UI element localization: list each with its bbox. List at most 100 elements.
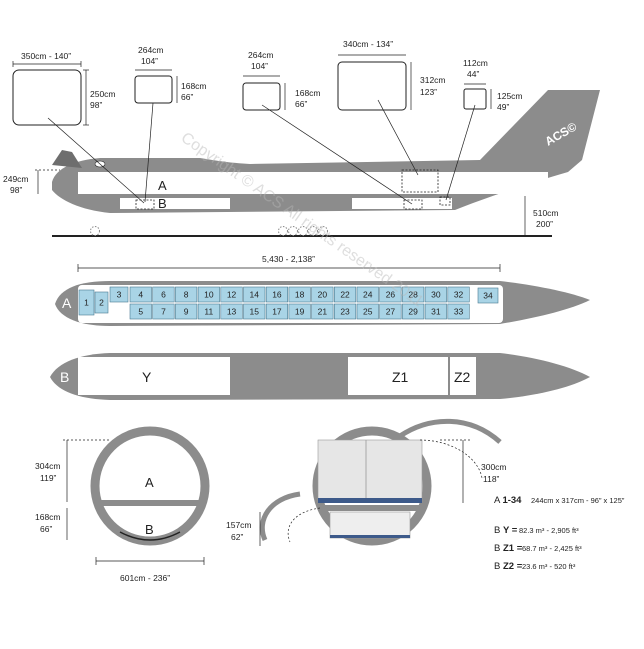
lower-deck-label: B [60,369,69,385]
pallet-position [243,286,266,303]
pallet-position [197,303,220,320]
pallet-position [175,286,198,303]
pallet-label: 13 [227,307,237,317]
pallet-position [356,303,379,320]
pallet-label: 8 [184,290,189,300]
pallet-position [152,303,175,320]
pallet-label: 29 [408,307,418,317]
door-lower-aft-width-in: 104” [251,61,268,71]
pallet-label: 18 [295,290,305,300]
pallet-position [94,291,109,314]
overall-height-in: 200” [536,219,553,229]
pallet-label: 14 [250,290,260,300]
pallet-position [243,303,266,320]
door-side-height-cm: 312cm [420,75,446,85]
pallet-position [402,303,425,320]
pallet-label: 32 [454,290,464,300]
pallet-label: 31 [431,307,441,317]
pallet-position [424,303,447,320]
svg-text:B Z2 =: B Z2 = [494,561,523,572]
compartment-y-label: Y [142,369,152,385]
legend-row: B Z2 = 23.6 m³ - 520 ft³ [494,561,576,572]
main-deck-label: A [62,295,72,311]
door-side-width: 340cm - 134” [343,39,393,49]
pallet-label: 4 [138,290,143,300]
pallet-position [197,286,220,303]
pallet-position [265,286,289,303]
pallet-label: 27 [386,307,396,317]
legend: A 1-34 244cm x 317cm - 96” x 125” B Y = … [494,495,625,572]
door-bulk: 112cm 44” 125cm 49” [463,58,523,112]
pallet-label: 1 [84,298,89,308]
pallet-label: 22 [340,290,350,300]
door-lower-fwd-box [134,75,173,104]
svg-text:B Z1 =: B Z1 = [494,543,523,554]
cross-left-lower-height-cm: 168cm [35,512,61,522]
door-lower-fwd: 264cm 104” 168cm 66” [134,45,207,104]
legend-row: B Y = 82.3 m³ - 2,905 ft³ [494,525,579,536]
door-bulk-height-in: 49” [497,102,509,112]
lower-deck-fwd-side [120,198,230,209]
compartment-z2-label: Z2 [454,369,471,385]
pallet-label: 28 [408,290,418,300]
pallet-label: 20 [318,290,328,300]
cross-right-lower-height-in: 62” [231,532,243,542]
pallet-position [175,303,198,320]
compartment-y [78,357,230,395]
svg-text:82.3 m³ - 2,905 ft³: 82.3 m³ - 2,905 ft³ [519,526,579,535]
pallet-position [311,303,334,320]
door-lower-fwd-height-cm: 168cm [181,81,207,91]
svg-text:23.6 m³ - 520 ft³: 23.6 m³ - 520 ft³ [522,562,576,571]
cross-right-lower-height-cm: 157cm [226,520,252,530]
cross-left-b: B [145,522,154,537]
door-lower-fwd-width-cm: 264cm [138,45,164,55]
cross-right-door-height-cm: 300cm [481,462,507,472]
pallet-label: 12 [227,290,237,300]
door-bulk-width-in: 44” [467,69,479,79]
side-deck-a: A [158,178,167,193]
overall-height-cm: 510cm [533,208,559,218]
compartment-z1-label: Z1 [392,369,409,385]
door-side-height-in: 123” [420,87,437,97]
cross-section-right: 300cm 118” 157cm 62” [226,418,507,546]
pallet-position [447,286,470,303]
pallet-position [477,287,499,304]
door-lower-fwd-width-in: 104” [141,56,158,66]
pallet-label: 11 [204,307,213,317]
pallet-label: 9 [184,307,189,317]
door-nose-height-in: 98” [90,100,102,110]
svg-text:A 1-34: A 1-34 [494,495,522,506]
cross-section-left: A B 304cm 119” 168cm 66” 601cm - 236” [35,426,210,583]
pallet-position [424,286,447,303]
main-deck-length: 5,430 - 2,138” [262,254,315,264]
pallet-position [311,286,334,303]
pallet-position [78,289,95,316]
pallet-label: 15 [250,307,260,317]
pallet-label: 30 [431,290,441,300]
cross-left-a: A [145,475,154,490]
cross-left-upper-height-in: 119” [40,473,57,483]
pallet-label: 24 [363,290,373,300]
pallet-position [356,286,379,303]
door-lower-aft-box [242,82,281,111]
nose-sill-height-in: 98” [10,185,22,195]
door-side-box [337,61,407,111]
legend-row: A 1-34 244cm x 317cm - 96” x 125” [494,495,625,506]
pallet-label: 21 [318,307,328,317]
cross-left-lower-height-in: 66” [40,524,52,534]
pallet-position [379,286,402,303]
door-nose-width: 350cm - 140” [21,51,71,61]
pallet-label: 10 [204,290,214,300]
pallet-label: 25 [363,307,373,317]
legend-row: B Z1 = 68.7 m³ - 2,425 ft³ [494,543,582,554]
door-nose: 350cm - 140” 250cm 98” [12,51,116,126]
cross-left-width: 601cm - 236” [120,573,170,583]
lower-deck-plan: B Y Z1 Z2 [50,353,590,400]
pallet-label: 5 [138,307,143,317]
door-bulk-box [463,88,487,110]
pallet-position [402,286,425,303]
pallet-position [447,303,470,320]
